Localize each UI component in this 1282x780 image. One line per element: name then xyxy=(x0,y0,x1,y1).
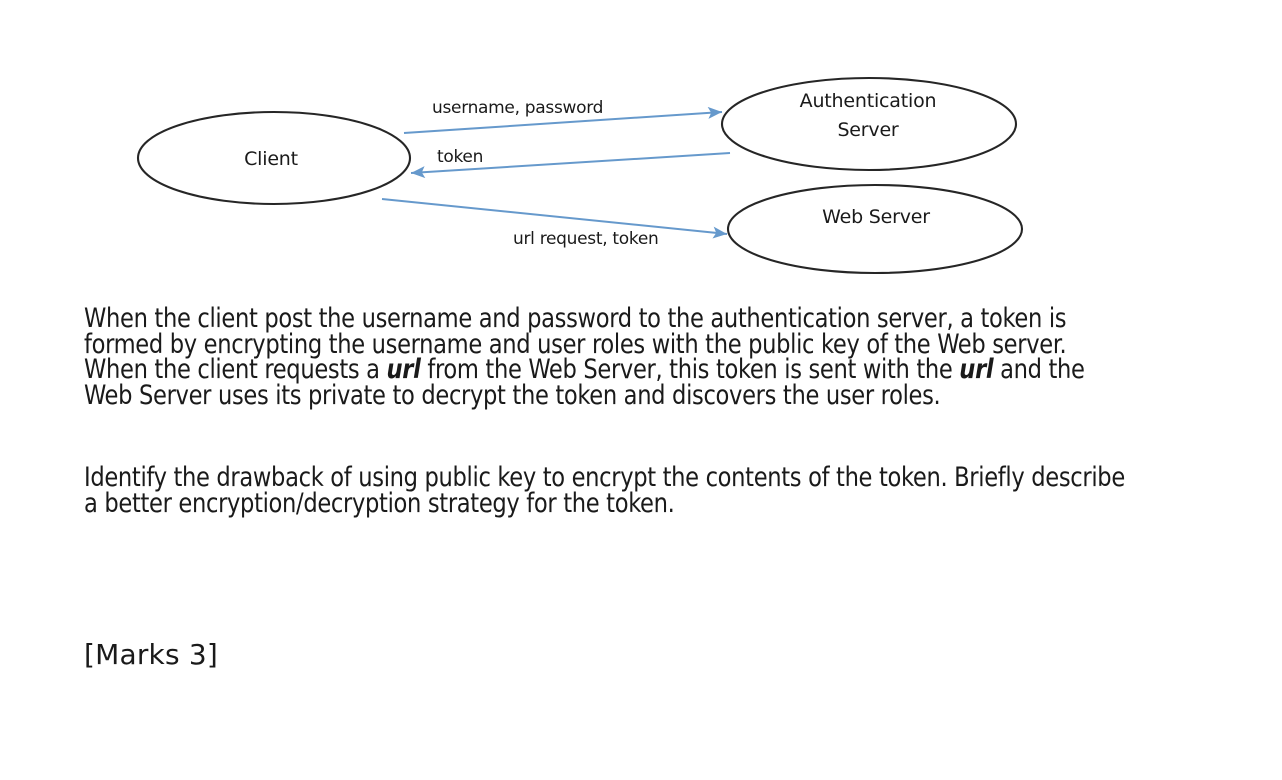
node-auth-server-label-line2: Server xyxy=(837,119,898,141)
node-auth-server-ellipse[interactable] xyxy=(720,76,1018,172)
edge-url-request-line xyxy=(381,198,728,239)
node-client-ellipse[interactable] xyxy=(136,110,412,206)
network-flow-diagram: username, password token url request, to… xyxy=(136,76,1024,275)
node-web-server[interactable]: Web Server xyxy=(726,183,1024,275)
emphasised-term: url xyxy=(386,354,421,385)
node-auth-server[interactable]: Authentication Server xyxy=(720,76,1018,172)
node-web-server-label: Web Server xyxy=(822,206,930,228)
edge-url-request-group: url request, token xyxy=(381,198,728,249)
paragraph-question: Identify the drawback of using public ke… xyxy=(84,462,1125,519)
node-client[interactable]: Client xyxy=(136,110,412,206)
edge-url-request-label: url request, token xyxy=(513,229,658,249)
node-web-server-ellipse[interactable] xyxy=(726,183,1024,275)
node-client-label: Client xyxy=(244,148,298,170)
marks-label: [Marks 3] xyxy=(84,638,218,671)
emphasised-term: url xyxy=(959,354,994,385)
node-auth-server-label-line1: Authentication xyxy=(800,90,937,112)
edge-credentials-group: username, password xyxy=(403,98,723,134)
edge-credentials-line xyxy=(403,106,723,134)
edge-credentials-label: username, password xyxy=(432,98,603,118)
question-text-block: When the client post the username and pa… xyxy=(84,303,1204,519)
diagram-container: username, password token url request, to… xyxy=(0,0,1282,300)
edge-token-group: token xyxy=(410,147,731,179)
paragraph-description: When the client post the username and pa… xyxy=(84,303,1085,411)
edge-token-label: token xyxy=(437,147,483,167)
edge-token-line xyxy=(410,152,731,179)
